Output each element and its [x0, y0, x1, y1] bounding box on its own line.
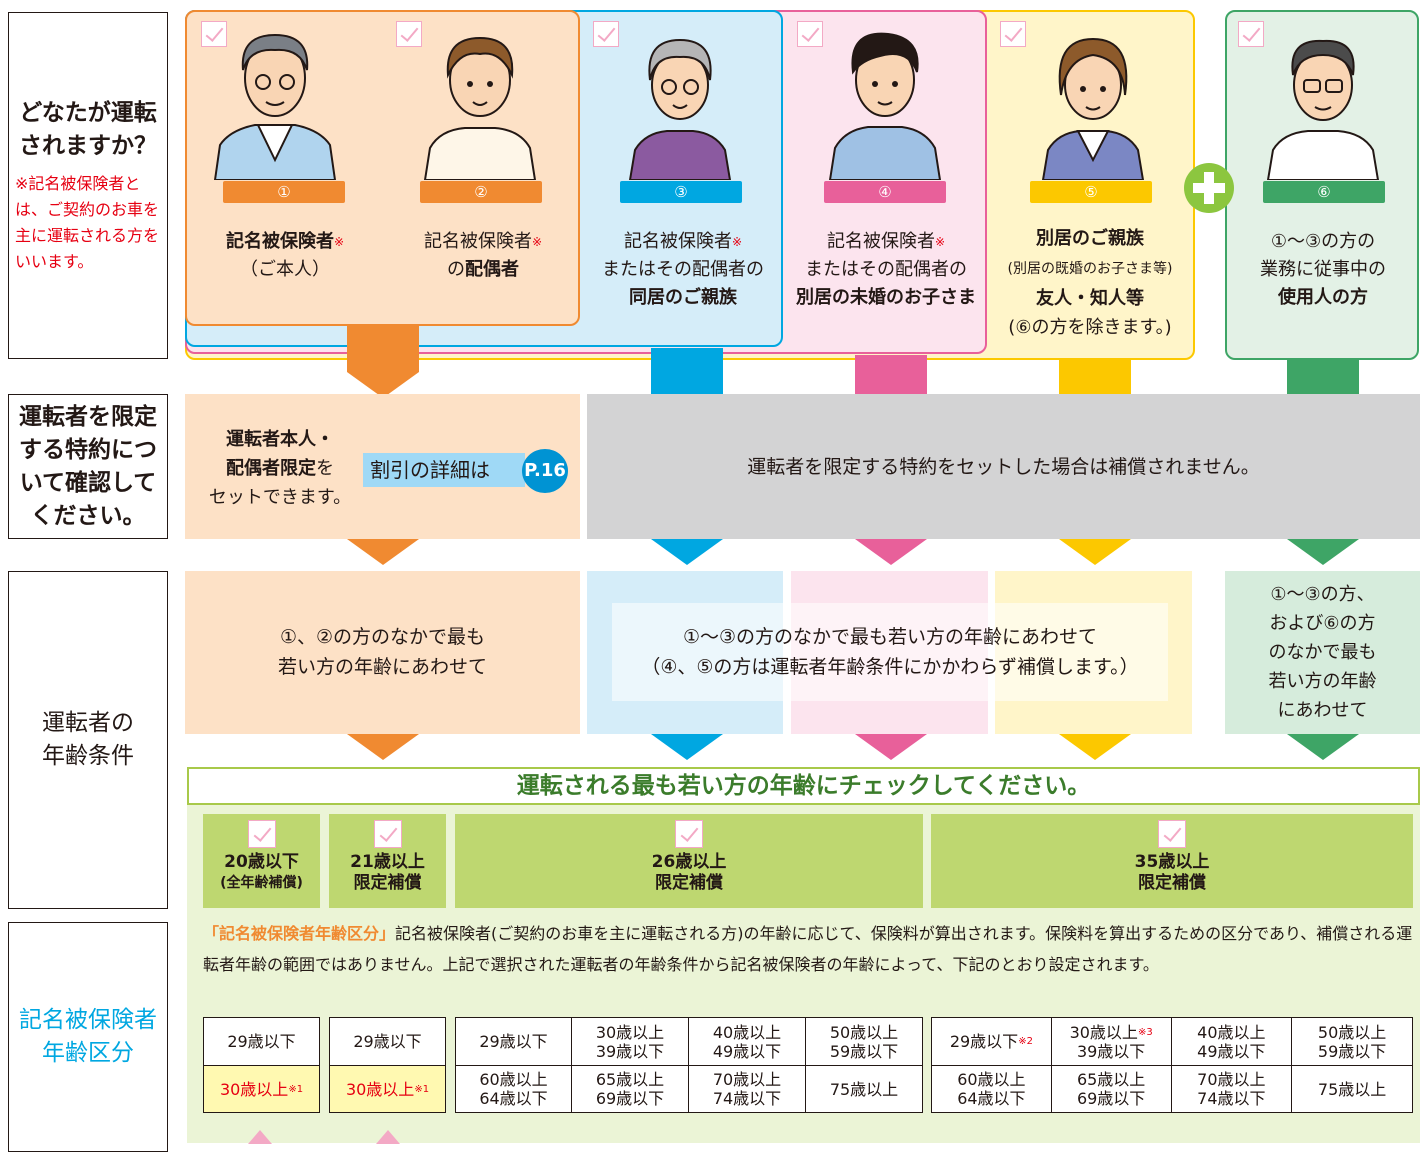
person-3-label: 記名被保険者※ またはその配偶者の同居のご親族	[602, 231, 764, 308]
age-panel-6	[1225, 571, 1420, 734]
person-5-checkbox[interactable]	[1000, 21, 1026, 47]
person-2-label: 記名被保険者※ の配偶者	[423, 231, 543, 280]
person-3-illustration	[628, 38, 732, 180]
person-4-label: 記名被保険者※ またはその配偶者の別居の未婚のお子さま	[796, 231, 976, 308]
person-5-number: ⑤	[1030, 181, 1152, 203]
person-2-illustration	[423, 36, 537, 180]
age-option-35-plus[interactable]: 35歳以上限定補償	[931, 814, 1413, 908]
age-option-21-plus-checkbox[interactable]	[373, 820, 402, 848]
age-class-description: 「記名被保険者年齢区分」記名被保険者(ご契約のお車を主に運転される方)の年齢に応…	[203, 918, 1413, 980]
arrow-orange-2	[347, 539, 419, 565]
age-class-table-21-plus: 29歳以下 30歳以上※1	[329, 1017, 446, 1113]
arrow-orange-1	[347, 372, 419, 398]
arrow-pink-2	[855, 539, 927, 565]
question-age-class-title: 記名被保険者年齢区分	[19, 1007, 157, 1066]
age-condition-1-2-text: ①、②の方のなかで最も若い方の年齢にあわせて	[277, 626, 487, 678]
question-age-class: 記名被保険者年齢区分	[8, 922, 168, 1152]
discount-detail-badge[interactable]	[363, 453, 525, 487]
discount-detail-label: 割引の詳細は	[370, 458, 490, 482]
limit-unavailable-text: 運転者を限定する特約をセットした場合は補償されません。	[747, 456, 1260, 478]
person-4-illustration	[828, 32, 942, 180]
question-age-condition-title: 運転者の年齢条件	[42, 710, 134, 769]
connector-green-1	[1287, 360, 1359, 394]
age-panel-1-2	[185, 571, 580, 734]
person-5-label: 別居のご親族 (別居の既婚のお子さま等) 友人・知人等 (⑥の方を除きます。)	[1007, 228, 1173, 338]
pointer-mark-2	[376, 1130, 400, 1144]
question-driver-limit-title: 運転者を限定する特約について確認してください。	[19, 403, 157, 529]
insured-definition-note: ※記名被保険者とは、ご契約のお車を主に運転される方をいいます。	[15, 173, 160, 271]
limit-available-text: 運転者本人・ 配偶者限定を セットできます。	[208, 429, 352, 508]
person-1-illustration	[213, 33, 337, 180]
arrow-orange-3	[347, 734, 419, 760]
age-class-description-text: 記名被保険者(ご契約のお車を主に運転される方)の年齢に応じて、保険料が算出されま…	[203, 924, 1413, 974]
arrow-blue-3	[651, 734, 723, 760]
connector-orange-1	[347, 326, 419, 372]
person-5-illustration	[1041, 37, 1145, 180]
arrow-blue-2	[651, 539, 723, 565]
pointer-mark-1	[248, 1130, 272, 1144]
arrow-pink-3	[855, 734, 927, 760]
age-option-26-plus-checkbox[interactable]	[675, 820, 703, 848]
age-class-heading: 「記名被保険者年齢区分」	[203, 924, 396, 943]
person-1-checkbox[interactable]	[201, 21, 227, 47]
person-4-number: ④	[824, 181, 946, 203]
arrow-green-2	[1287, 539, 1359, 565]
person-6-illustration	[1266, 39, 1380, 180]
age-option-21-plus[interactable]: 21歳以上限定補償	[329, 814, 446, 908]
age-option-all-ages[interactable]: 20歳以下(全年齢補償)	[203, 814, 320, 908]
person-1-label: 記名被保険者※ （ご本人）	[225, 231, 345, 280]
person-1-number: ①	[223, 181, 345, 203]
person-1-line1: 記名被保険者	[225, 231, 334, 252]
age-option-35-plus-checkbox[interactable]	[1158, 820, 1186, 848]
person-6-number: ⑥	[1263, 181, 1385, 203]
question-driver-limit: 運転者を限定する特約について確認してください。	[8, 394, 168, 539]
person-2-number: ②	[420, 181, 542, 203]
arrow-yellow-3	[1059, 734, 1131, 760]
age-option-all-ages-checkbox[interactable]	[247, 820, 276, 848]
person-3-number: ③	[620, 181, 742, 203]
page-reference-badge[interactable]: P.16	[522, 449, 568, 493]
question-age-condition: 運転者の年齢条件	[8, 571, 168, 909]
age-option-26-plus[interactable]: 26歳以上限定補償	[455, 814, 923, 908]
plus-circle-icon	[1184, 163, 1234, 213]
connector-blue-1	[651, 348, 723, 394]
age-condition-3-5-text: ①～③の方のなかで最も若い方の年齢にあわせて（④、⑤の方は運転者年齢条件にかかわ…	[641, 626, 1139, 678]
limit-unavailable-panel	[587, 394, 1420, 539]
person-2-line1: 記名被保険者	[423, 231, 532, 252]
arrow-green-3	[1287, 734, 1359, 760]
question-who-drives-title: どなたが運転されますか？	[19, 99, 157, 159]
age-condition-6-text: ①～③の方、および⑥の方のなかで最も若い方の年齢にあわせて	[1268, 584, 1377, 721]
arrow-yellow-2	[1059, 539, 1131, 565]
person-3-checkbox[interactable]	[593, 21, 619, 47]
connector-pink-1	[855, 355, 927, 394]
person-4-checkbox[interactable]	[797, 21, 823, 47]
age-class-table-all-ages: 29歳以下 30歳以上※1	[203, 1017, 320, 1113]
connector-yellow-1	[1059, 360, 1131, 394]
age-check-instruction: 運転される最も若い方の年齢にチェックしてください。	[187, 767, 1420, 805]
question-who-drives: どなたが運転されますか？ ※記名被保険者とは、ご契約のお車を主に運転される方をい…	[8, 12, 168, 359]
person-1-line2: （ご本人）	[240, 259, 330, 280]
person-2-checkbox[interactable]	[396, 21, 422, 47]
age-panel-overlay	[612, 603, 1168, 701]
person-6-checkbox[interactable]	[1238, 21, 1264, 47]
person-6-label: ①～③の方の業務に従事中の使用人の方	[1260, 231, 1386, 308]
